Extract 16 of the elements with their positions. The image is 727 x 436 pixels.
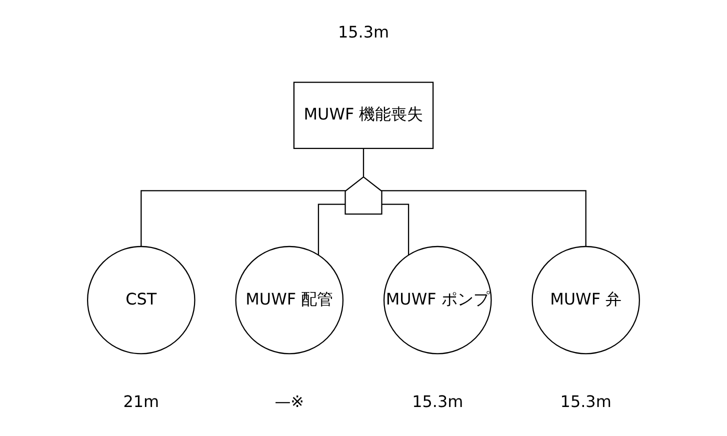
connector	[382, 204, 410, 255]
connector	[318, 204, 346, 255]
node-gate	[344, 176, 382, 215]
connector	[140, 190, 346, 246]
node-circle: CST	[87, 246, 196, 354]
node-circle: MUWF 弁	[532, 246, 640, 354]
node-label: 21m	[123, 392, 160, 411]
node-label: 15.3m	[412, 392, 464, 411]
node-circle: MUWF 配管	[235, 246, 344, 354]
node-circle: MUWF ポンプ	[383, 246, 492, 354]
node-label: 15.3m	[560, 392, 612, 411]
node-box: MUWF 機能喪失	[293, 82, 434, 150]
node-label: —※	[274, 392, 304, 411]
connector	[362, 148, 364, 177]
connector	[381, 190, 586, 246]
node-label: 15.3m	[338, 22, 390, 42]
